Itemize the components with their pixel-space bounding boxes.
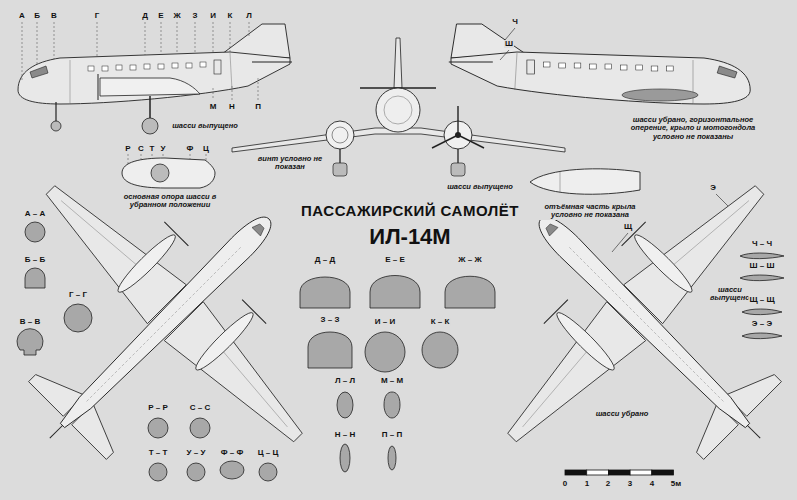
note: шасси убрано, горизонтальное оперение, к… (628, 116, 758, 141)
section-label: П – П (381, 431, 403, 439)
section-letter: Ж (172, 12, 181, 20)
section-label: Т – Т (148, 449, 169, 457)
section-letter: Э (709, 184, 717, 192)
section-letter: Т (149, 145, 156, 153)
section-label: Ч – Ч (751, 240, 773, 248)
section-letter: К (227, 12, 234, 20)
scale-number: 2 (605, 480, 611, 488)
section-letter: Г (94, 12, 101, 20)
section-label: З – З (320, 316, 341, 324)
scale-number: 1 (584, 480, 590, 488)
section-letter: У (160, 145, 167, 153)
note: отъёмная часть крыла условно не показана (530, 203, 650, 220)
section-letter: Ш (504, 40, 514, 48)
section-letter: А (18, 12, 26, 20)
section-label: В – В (19, 318, 41, 326)
section-letter: П (254, 103, 262, 111)
section-label: Л – Л (334, 377, 356, 385)
section-letter: Ф (186, 145, 195, 153)
section-label: Р – Р (147, 404, 169, 412)
section-label: Д – Д (314, 256, 336, 264)
scale-number: 0 (562, 480, 568, 488)
section-letter: Ч (511, 18, 519, 26)
scale-number: 3 (627, 480, 633, 488)
section-label: Ж – Ж (457, 256, 482, 264)
section-letter: М (209, 103, 218, 111)
section-label: И – И (374, 318, 396, 326)
note: шасси выпущено (165, 122, 245, 130)
section-letter: Щ (623, 223, 633, 231)
section-letter: Л (245, 12, 253, 20)
section-letter: Б (33, 12, 41, 20)
title: ПАССАЖИРСКИЙ САМОЛЁТ (300, 202, 520, 219)
section-label: А – А (24, 210, 46, 218)
section-letter: С (137, 145, 145, 153)
section-label: У – У (186, 449, 207, 457)
section-label: Ц – Ц (257, 449, 280, 457)
scale-number: 5м (670, 480, 682, 488)
section-letter: Д (141, 12, 149, 20)
section-label: Ф – Ф (220, 449, 245, 457)
scale-number: 4 (649, 480, 655, 488)
section-letter: И (209, 12, 217, 20)
note: основная опора шасси в убранном положени… (120, 193, 220, 210)
section-label: Н – Н (334, 431, 356, 439)
section-letter: Е (157, 12, 164, 20)
model-name: ИЛ-14М (368, 224, 451, 250)
section-label: М – М (380, 377, 404, 385)
section-label: Ш – Ш (749, 262, 776, 270)
section-label: Б – Б (24, 256, 46, 264)
section-label: С – С (189, 404, 211, 412)
section-label: Е – Е (384, 256, 406, 264)
section-label: Щ – Щ (748, 296, 775, 304)
section-letter: Н (228, 103, 236, 111)
section-letter: З (191, 12, 198, 20)
note: винт условно не показан (250, 155, 330, 172)
section-letter: Р (124, 145, 131, 153)
section-label: Г – Г (68, 291, 88, 299)
section-letter: Ц (202, 145, 210, 153)
section-letter: В (50, 12, 58, 20)
section-label: К – К (430, 318, 451, 326)
section-label: Э – Э (751, 320, 773, 328)
note: шасси убрано (592, 410, 652, 418)
note: шасси выпущено (445, 183, 515, 191)
